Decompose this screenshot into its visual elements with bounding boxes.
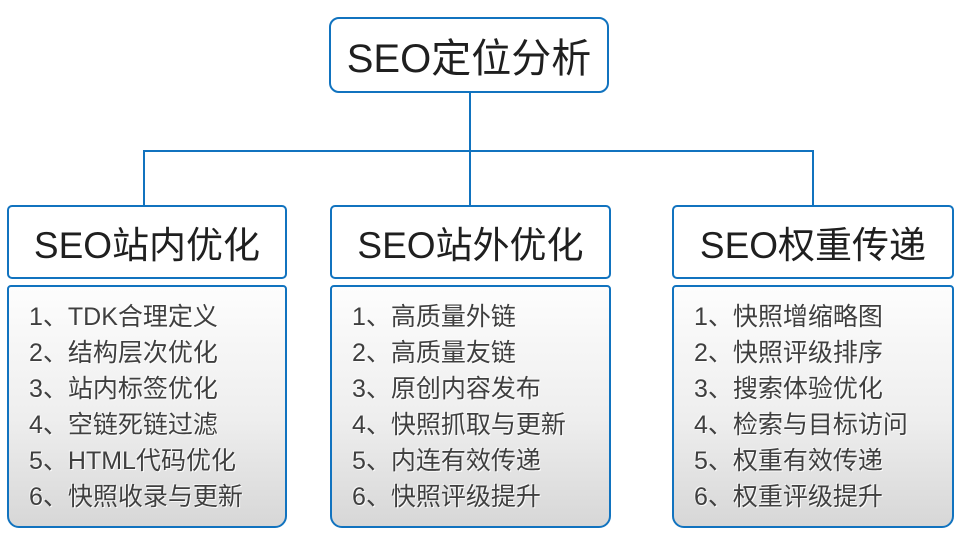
list-item: 5、权重有效传递 [694,447,883,475]
list-item: 1、高质量外链 [352,303,516,331]
list-item: 1、TDK合理定义 [29,303,218,331]
column-list-onsite: 1、TDK合理定义 2、结构层次优化 3、站内标签优化 4、空链死链过滤 5、H… [7,285,287,528]
column-header-offsite-title: SEO站外优化 [357,225,584,266]
list-item: 3、搜索体验优化 [694,375,883,403]
list-item: 5、内连有效传递 [352,447,541,475]
list-item: 2、高质量友链 [352,339,516,367]
connector-drop-left [143,151,145,205]
list-item: 4、检索与目标访问 [694,411,908,439]
list-item: 1、快照增缩略图 [694,303,883,331]
connector-horizontal [143,150,814,152]
list-item: 6、快照评级提升 [352,483,541,511]
column-header-offsite: SEO站外优化 [330,205,611,279]
list-item: 3、原创内容发布 [352,375,541,403]
connector-root-stem [469,91,471,151]
list-item: 4、空链死链过滤 [29,411,218,439]
list-item: 2、结构层次优化 [29,339,218,367]
list-item: 6、权重评级提升 [694,483,883,511]
list-item: 4、快照抓取与更新 [352,411,566,439]
list-item: 3、站内标签优化 [29,375,218,403]
root-node-title: SEO定位分析 [346,37,592,81]
connector-drop-right [812,151,814,205]
list-item: 2、快照评级排序 [694,339,883,367]
column-header-weight-title: SEO权重传递 [699,225,927,266]
connector-drop-middle [469,151,471,205]
list-item: 5、HTML代码优化 [29,447,236,475]
list-item: 6、快照收录与更新 [29,483,243,511]
column-list-offsite: 1、高质量外链 2、高质量友链 3、原创内容发布 4、快照抓取与更新 5、内连有… [330,285,611,528]
column-header-onsite-title: SEO站内优化 [33,225,261,266]
column-header-weight: SEO权重传递 [672,205,954,279]
column-list-weight: 1、快照增缩略图 2、快照评级排序 3、搜索体验优化 4、检索与目标访问 5、权… [672,285,954,528]
column-header-onsite: SEO站内优化 [7,205,287,279]
root-node: SEO定位分析 [329,17,609,93]
